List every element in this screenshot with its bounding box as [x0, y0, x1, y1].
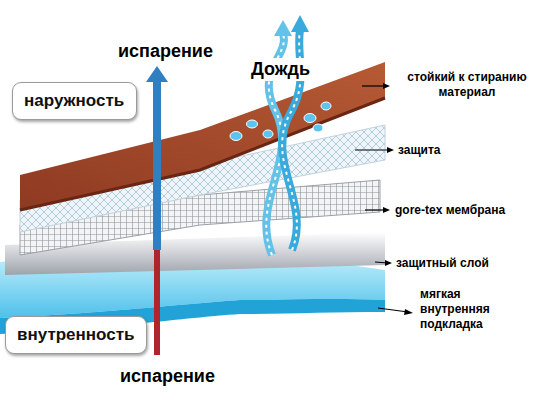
layer-label: мягкая внутренняя подкладка	[420, 287, 520, 332]
evaporation-label: испарение	[118, 40, 213, 63]
layer-label: защита	[398, 143, 441, 158]
evaporation-arrow	[153, 80, 161, 250]
evaporation-label: испарение	[120, 365, 215, 388]
evaporation-arrowhead	[146, 66, 168, 82]
region-label: наружность	[24, 91, 124, 111]
region-box: внутренность	[5, 316, 147, 354]
region-box: наружность	[12, 82, 137, 120]
layer-label: стойкий к стиранию материал	[392, 70, 542, 100]
layer-label: защитный слой	[396, 256, 489, 271]
rain-arrowhead	[274, 20, 292, 36]
evaporation-arrow-tail	[154, 240, 160, 355]
layer-label: gore-tex мембрана	[395, 203, 505, 218]
rain-drops	[230, 102, 331, 141]
region-label: внутренность	[17, 325, 134, 345]
rain-arrowhead	[291, 15, 309, 32]
rain-label: Дождь	[248, 58, 313, 81]
leader-lines	[355, 83, 413, 315]
